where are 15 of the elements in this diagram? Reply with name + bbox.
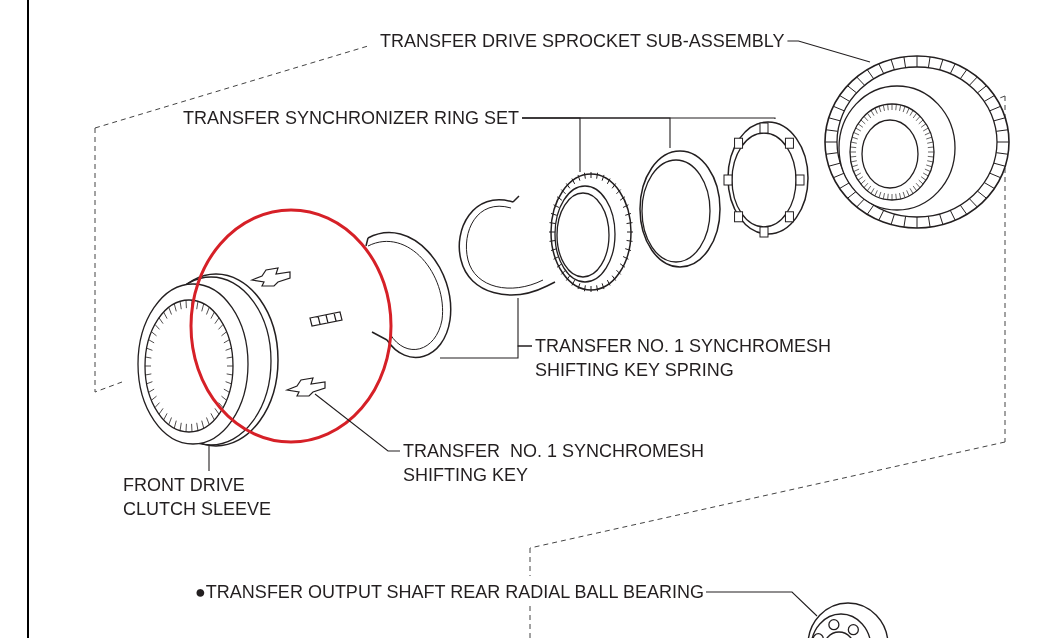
leader-line xyxy=(517,297,533,347)
leader-line xyxy=(314,393,401,452)
part-label: ●TRANSFER OUTPUT SHAFT REAR RADIAL BALL BEARING xyxy=(195,580,704,604)
part-label: TRANSFER SYNCHRONIZER RING SET xyxy=(183,106,520,130)
leader-line xyxy=(208,445,210,472)
shifting-key-drawing xyxy=(250,266,294,288)
leader-line xyxy=(521,117,776,120)
leader-line xyxy=(705,591,818,617)
part-label: TRANSFER NO. 1 SYNCHROMESH SHIFTING KEY SPRING xyxy=(535,334,885,382)
leader-line xyxy=(786,40,871,63)
part-label: TRANSFER DRIVE SPROCKET SUB-ASSEMBLY xyxy=(380,29,785,53)
part-label: TRANSFER NO. 1 SYNCHROMESH SHIFTING KEY xyxy=(403,439,763,487)
shifting-key-drawing xyxy=(285,376,329,398)
part-label: FRONT DRIVE CLUTCH SLEEVE xyxy=(123,473,303,521)
key-block-drawing xyxy=(308,310,344,328)
